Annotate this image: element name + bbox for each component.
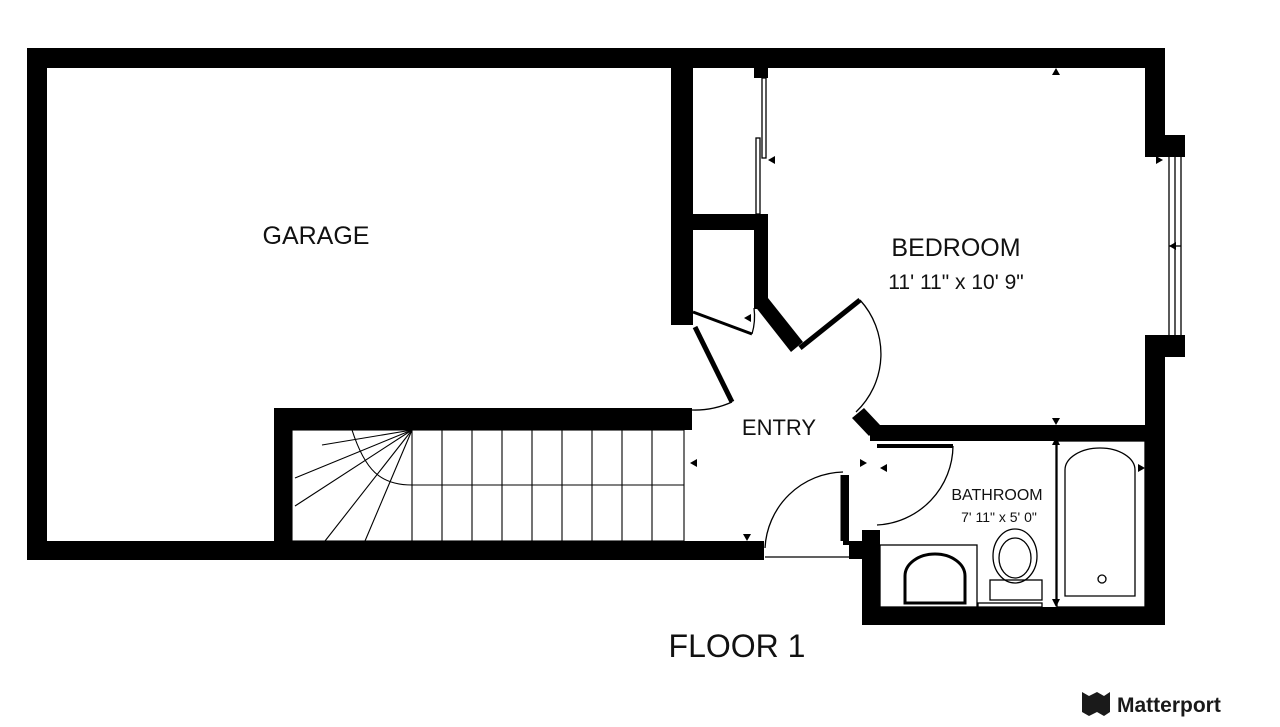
dimension-lines [1052,437,1060,607]
wall-garage-south [27,541,282,560]
stair-winder [321,429,413,446]
wall-stair-left [274,408,292,560]
stair-winder [294,429,413,507]
tick-arrow [1052,418,1060,425]
stair-winders [294,429,413,542]
wall-bedroom-south [870,425,1165,441]
wall-bath-west [862,530,880,625]
stair-winder [364,429,413,542]
stair-winder [324,429,413,542]
sliding-door-upper [761,77,767,159]
tick-arrow [1052,68,1060,75]
wall-closet-post [754,68,768,78]
bedroom-dimensions: 11' 11" x 10' 9" [888,271,1023,294]
wall-entry-divider [843,475,849,545]
closet-door-swing [751,307,756,335]
wall-bedroom-angle [754,298,803,352]
wall-west [27,48,47,560]
entry-label: ENTRY [742,415,816,440]
tick-arrow [768,156,775,164]
closet-door-leaf [692,310,753,336]
wall-closet-top [693,214,766,230]
brand-name: Matterport [1117,694,1221,717]
tick-arrow [1138,464,1145,472]
tick-arrow [690,459,697,467]
toilet-seat [998,537,1032,579]
bedroom-door-swing [855,299,882,413]
tick-arrow [1169,242,1176,250]
toilet-tank [989,579,1043,601]
stair-winder [294,429,413,479]
doors [691,298,954,558]
stairs [291,429,685,542]
bathroom-dimensions: 7' 11" x 5' 0" [961,509,1037,525]
floor-label: FLOOR 1 [669,628,806,664]
dim-arrow [1052,437,1060,445]
wall-north [27,48,1165,68]
sink-icon [903,552,967,605]
tick-arrow [744,314,751,322]
bedroom-label: BEDROOM [891,234,1020,262]
bathtub-frame [1056,440,1146,608]
brand: Matterport [1082,692,1221,717]
bathtub-drain [1097,574,1107,584]
wall-entry-south [276,541,764,560]
toilet-bowl-icon [992,528,1038,584]
matterport-logo-icon [1082,692,1110,716]
garage-label: GARAGE [263,222,370,250]
dim-arrow [1052,599,1060,607]
walls [27,48,1185,625]
wall-stair-top [274,408,692,430]
garage-door-swing [691,401,733,411]
tick-arrow [860,459,867,467]
wall-closet-right [754,214,768,309]
sliding-door-lower [755,137,761,215]
measurement-ticks [690,68,1176,541]
garage-door-leaf [692,325,735,404]
closet-sliding-doors [755,77,767,215]
wall-garage-east [671,48,693,325]
wall-bay-side-top [1163,135,1185,157]
bedroom-door-leaf [798,298,862,350]
vanity-counter [879,544,978,608]
wall-garage-door-post [671,305,693,325]
front-door-swing [764,471,844,549]
bathtub-icon [1064,447,1136,597]
bathroom-label: BATHROOM [951,487,1042,504]
bathroom-fixtures [879,440,1146,620]
tick-arrow [743,534,751,541]
tick-arrow [880,464,887,472]
bathroom-door-swing [876,445,954,526]
stair-walkline [351,429,413,486]
tick-arrow [1156,156,1163,164]
wall-bedroom-east-upper [1145,48,1165,138]
wall-bath-south [862,607,1165,625]
wall-bath-door-stub [849,541,865,559]
wall-bedroom-east-lower [1145,335,1165,625]
